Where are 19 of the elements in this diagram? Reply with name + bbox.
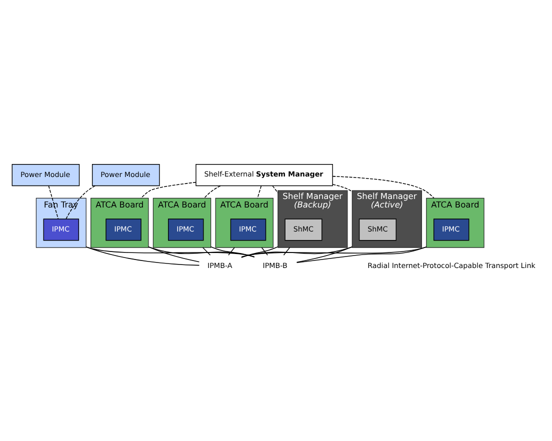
connector (140, 182, 196, 199)
connector (332, 184, 353, 192)
connector (296, 246, 427, 263)
connector (283, 247, 290, 256)
connector (48, 186, 59, 220)
connector (241, 246, 278, 258)
connector (210, 246, 255, 258)
connector (296, 246, 353, 263)
connector (241, 246, 353, 258)
connector (148, 246, 200, 262)
connector (202, 247, 211, 256)
connector (272, 185, 278, 194)
connector (204, 185, 221, 199)
connector (332, 176, 434, 199)
connector (148, 246, 255, 258)
connector (228, 247, 235, 256)
connector (261, 247, 268, 256)
connector (257, 186, 262, 199)
connector (86, 246, 255, 258)
